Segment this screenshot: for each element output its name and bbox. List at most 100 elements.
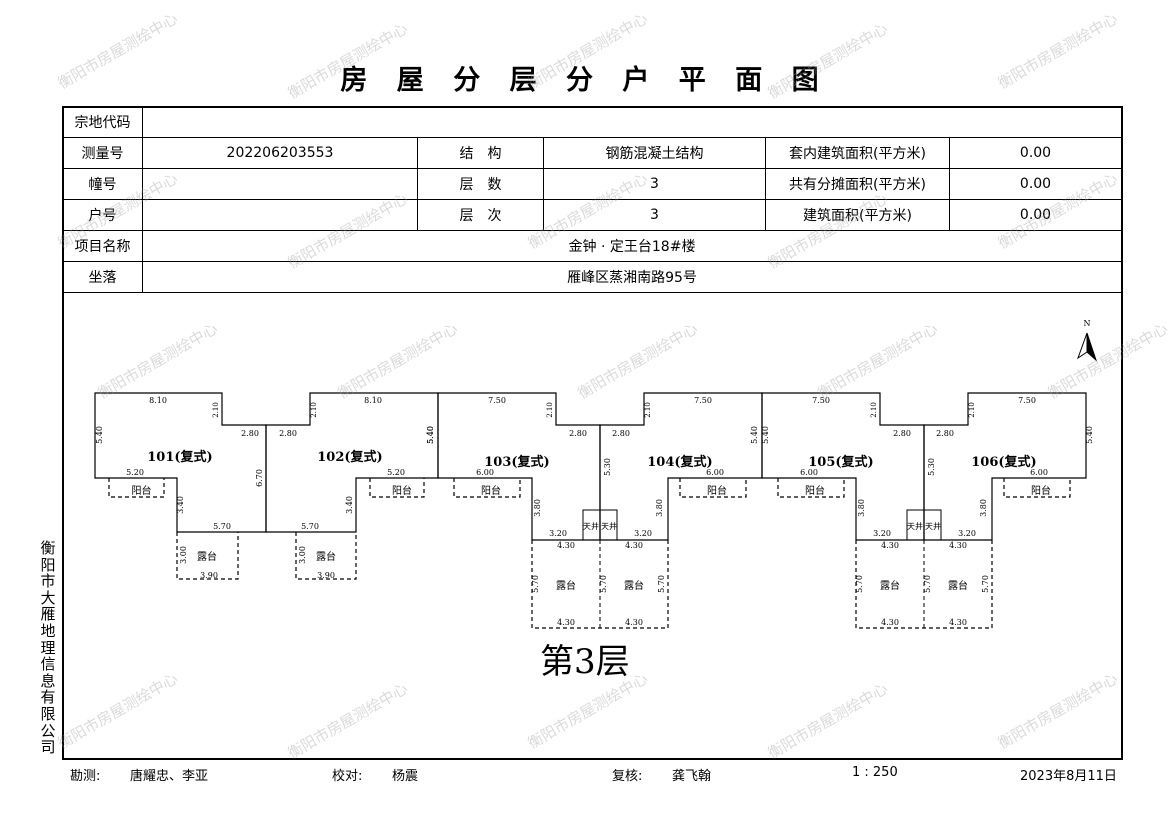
building-no-label: 幢号 [62, 168, 143, 200]
unit-label: 104(复式) [647, 454, 712, 470]
floors-value: 3 [543, 168, 766, 200]
floor-title: 第3层 [540, 642, 630, 682]
dimension-label: 6.70 [255, 469, 264, 487]
dimension-label: 3.80 [655, 499, 664, 517]
dimension-label: 4.30 [557, 541, 575, 550]
scale: 1 : 250 [852, 765, 898, 780]
structure-label: 结 构 [417, 137, 544, 169]
dimension-label: 5.40 [750, 426, 759, 444]
unit-label: 106(复式) [971, 454, 1036, 470]
dimension-label: 5.70 [855, 575, 864, 593]
dimension-label: 4.30 [625, 541, 643, 550]
dimension-label: 2.80 [569, 429, 587, 438]
dimension-label: 6.00 [1030, 468, 1048, 477]
unit-label: 103(复式) [484, 454, 549, 470]
terrace-outline [176, 532, 239, 580]
dimension-label: 2.10 [870, 402, 878, 418]
dimension-label: 4.30 [949, 541, 967, 550]
dimension-label: 5.20 [387, 468, 405, 477]
balcony-label: 阳台 [392, 484, 412, 497]
dimension-label: 2.10 [310, 402, 318, 418]
dimension-label: 5.30 [603, 458, 612, 476]
dimension-label: 3.90 [200, 571, 218, 580]
dimension-label: 5.70 [923, 575, 932, 593]
dimension-label: 3.20 [873, 529, 891, 538]
dimension-label: 2.80 [241, 429, 259, 438]
balcony-label: 阳台 [1031, 484, 1051, 497]
terrace-label: 露台 [556, 579, 576, 592]
north-arrow-icon [1077, 332, 1088, 360]
dimension-label: 5.40 [1085, 426, 1094, 444]
terrace-outline [295, 532, 357, 580]
unit-label-102: 102(复式) [317, 449, 382, 465]
dimension-label: 4.30 [557, 618, 575, 627]
dimension-label: 6.00 [476, 468, 494, 477]
dimension-label: 2.10 [644, 402, 652, 418]
dimension-label: 4.30 [625, 618, 643, 627]
dimension-label: 5.40 [761, 426, 770, 444]
dimension-label: 5.70 [599, 575, 608, 593]
dimension-label: 3.20 [549, 529, 567, 538]
dimension-label: 4.30 [881, 618, 899, 627]
surveyor-label: 勘测: [70, 769, 101, 784]
date: 2023年8月11日 [1020, 769, 1117, 784]
north-arrow-icon [1086, 332, 1098, 362]
dimension-label: 3.00 [298, 546, 307, 564]
terrace-label: 露台 [624, 579, 644, 592]
dimension-label: 2.80 [893, 429, 911, 438]
dimension-label: 2.80 [612, 429, 630, 438]
dimension-label: 3.80 [979, 499, 988, 517]
balcony-outline [108, 478, 165, 498]
inner-area-label: 套内建筑面积(平方米) [765, 137, 950, 169]
balcony-outline [679, 478, 747, 498]
project-label: 项目名称 [62, 230, 143, 262]
dimension-label: 2.10 [968, 402, 976, 418]
dimension-label: 4.30 [949, 618, 967, 627]
checker-label: 校对: [332, 769, 363, 784]
dimension-label: 3.40 [345, 496, 354, 514]
dimension-label: 5.20 [126, 468, 144, 477]
lightwell-label: 天井 [907, 521, 923, 531]
balcony-label: 阳台 [481, 484, 501, 497]
dimension-label: 3.00 [179, 546, 188, 564]
balcony-outline [777, 478, 845, 498]
dimension-label: 5.40 [426, 426, 435, 444]
dimension-label: 8.10 [149, 396, 167, 405]
balcony-label: 阳台 [132, 484, 152, 497]
location-value: 雁峰区蒸湘南路95号 [142, 261, 1122, 293]
dimension-label: 3.90 [317, 571, 335, 580]
company-name: 衡阳市大雁地理信息有限公司 [40, 539, 56, 757]
lightwell-outline [582, 509, 618, 541]
document-title: 房 屋 分 层 分 户 平 面 图 [340, 65, 829, 96]
dimension-label: 3.20 [958, 529, 976, 538]
balcony-label: 阳台 [805, 484, 825, 497]
floor-value: 3 [543, 199, 766, 231]
unit-outline [923, 392, 1087, 541]
building-area-label: 建筑面积(平方米) [765, 199, 950, 231]
shared-area-value: 0.00 [949, 168, 1122, 200]
lightwell-label: 天井 [601, 521, 617, 531]
lightwell-outline [906, 509, 942, 541]
building-no-value [142, 168, 418, 200]
unit-label-101: 101(复式) [147, 449, 212, 465]
lightwell-label: 天井 [925, 521, 941, 531]
balcony-outline [1003, 478, 1071, 498]
dimension-label: 7.50 [1018, 396, 1036, 405]
dimension-label: 7.50 [488, 396, 506, 405]
surveyor: 唐耀忠、李亚 [130, 769, 209, 784]
dimension-label: 2.10 [212, 402, 220, 418]
dimension-label: 5.70 [531, 575, 540, 593]
dimension-label: 2.80 [936, 429, 954, 438]
dimension-label: 5.70 [657, 575, 666, 593]
dimension-label: 5.40 [95, 426, 104, 444]
dimension-label: 3.20 [634, 529, 652, 538]
dimension-label: 6.00 [800, 468, 818, 477]
terrace-label: 露台 [880, 579, 900, 592]
dimension-label: 2.10 [546, 402, 554, 418]
dimension-label: 4.30 [881, 541, 899, 550]
checker: 杨震 [392, 769, 419, 784]
balcony-outline [453, 478, 521, 498]
dimension-label: 3.80 [533, 499, 542, 517]
